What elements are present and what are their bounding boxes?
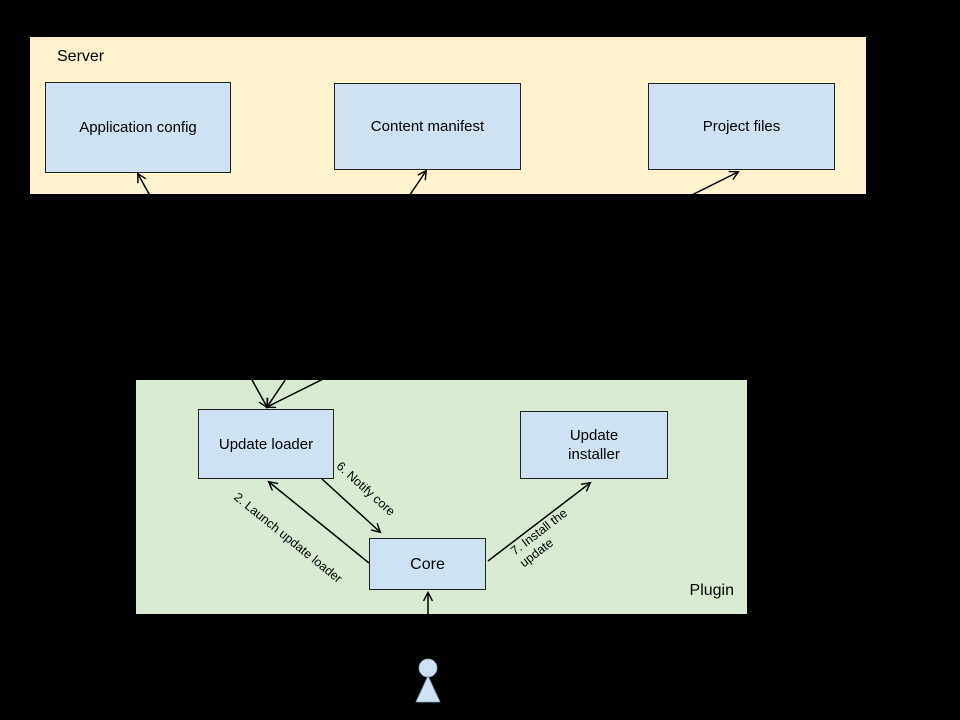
edge-contentmanifest-updateloader <box>265 169 428 409</box>
plugin-region-label: Plugin <box>689 582 734 599</box>
node-update-installer: Update installer <box>520 411 668 479</box>
node-update-loader: Update loader <box>198 409 334 479</box>
node-content-manifest: Content manifest <box>334 83 521 170</box>
edge-appconfig-updateloader <box>137 172 268 409</box>
node-application-config: Application config <box>45 82 231 173</box>
node-project-files: Project files <box>648 83 835 170</box>
node-core: Core <box>369 538 486 590</box>
server-region-label: Server <box>57 48 105 65</box>
edge-projectfiles-updateloader <box>265 170 740 409</box>
user-actor-icon <box>415 658 441 703</box>
